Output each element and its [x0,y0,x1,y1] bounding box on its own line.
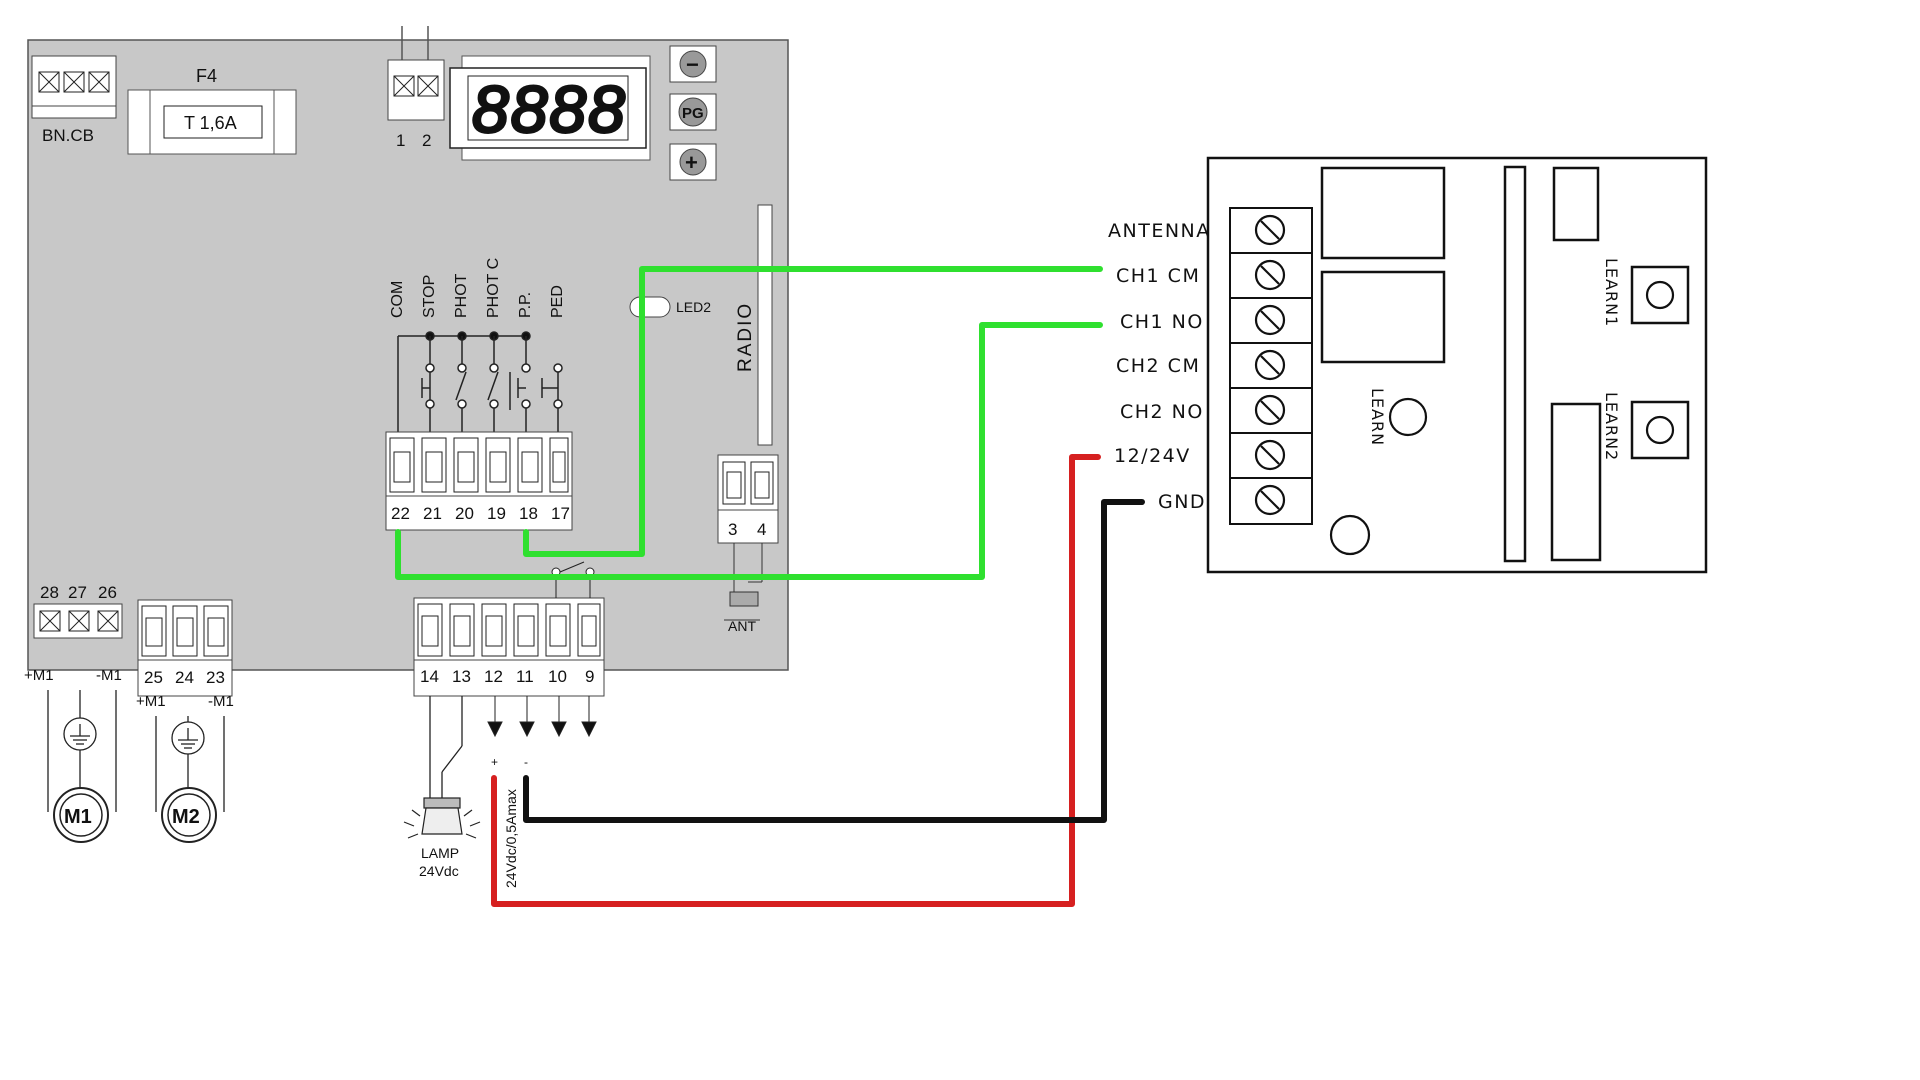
terminal-label-18: 18 [519,504,538,523]
motor2-minus-label: -M1 [208,693,234,710]
fuse-value: T 1,6A [184,113,237,133]
input-label-phot: PHOT [453,273,470,318]
output-terminal-block [413,597,605,697]
terminal-label-1: 1 [396,131,405,150]
terminal-label-24: 24 [175,668,194,687]
motor1-terminal-block [33,603,123,639]
relay-2 [1320,270,1446,364]
motor2-terminal-block [137,599,233,697]
learn-button[interactable] [1388,397,1428,437]
learn-label: LEARN [1368,388,1387,446]
wire-ch1-cm-to-pp [523,266,1103,557]
fuse-name: F4 [196,66,217,86]
plus-button[interactable] [669,143,717,181]
terminal-1-2 [387,59,445,121]
receiver-component-bottom [1550,402,1602,562]
receiver-component-top [1552,166,1600,242]
receiver-label-ch2-cm: CH2 CM [1116,355,1200,377]
receiver-screws [1254,214,1286,516]
output-minus-sign: - [524,755,528,769]
wire-supply-positive [491,454,1101,907]
terminal-label-9: 9 [585,667,594,686]
terminal-label-12: 12 [484,667,503,686]
input-label-com: COM [389,281,406,318]
learn1-label: LEARN1 [1602,258,1621,327]
receiver-led [1329,514,1371,556]
bn-cb-terminal [31,55,117,119]
lamp-icon [403,797,481,839]
receiver-label-supply: 12/24V [1114,445,1191,467]
terminal-label-20: 20 [455,504,474,523]
terminal-label-25: 25 [144,668,163,687]
input-label-stop: STOP [421,275,438,318]
receiver-label-gnd: GND [1158,491,1206,513]
terminal-label-10: 10 [548,667,567,686]
terminal-label-23: 23 [206,668,225,687]
supply-note: 24Vdc/0,5Amax [503,789,519,888]
learn2-label: LEARN2 [1602,392,1621,461]
terminal-label-28: 28 [40,583,59,602]
receiver-label-ch1-cm: CH1 CM [1116,265,1200,287]
input-label-ped: PED [549,285,566,318]
bn-cb-label: BN.CB [42,126,94,145]
lamp-label-line2: 24Vdc [419,863,459,879]
motor2-symbol [161,787,217,843]
relay-1 [1320,166,1446,260]
wire-ch1-no-to-com [395,322,1103,580]
motor2-label: M2 [172,806,200,828]
terminal-label-27: 27 [68,583,87,602]
lamp-label-line1: LAMP [421,845,459,861]
led2 [629,296,671,318]
minus-button[interactable] [669,45,717,83]
terminal-label-4: 4 [757,520,766,539]
output-plus-sign: + [491,755,498,769]
motor2-wiring [155,716,225,812]
terminal-label-21: 21 [423,504,442,523]
motor1-symbol [53,787,109,843]
input-terminal-block [385,431,573,531]
terminal-label-11: 11 [516,667,534,686]
radio-slot-label: RADIO [735,302,756,372]
fuse-holder [127,89,297,155]
motor2-plus-label: +M1 [136,693,166,710]
pg-button-label: PG [682,105,704,122]
antenna-terminal-block [717,454,779,544]
led2-label: LED2 [676,299,711,315]
input-label-phot-c: PHOT C [485,258,502,318]
terminal-label-17: 17 [551,504,570,523]
terminal-label-26: 26 [98,583,117,602]
motor1-minus-label: -M1 [96,667,122,684]
radio-slot [757,204,773,446]
terminal-label-13: 13 [452,667,471,686]
receiver-slot [1503,165,1527,563]
learn1-button[interactable] [1630,265,1690,325]
terminal-label-19: 19 [487,504,506,523]
seven-segment-display [449,55,651,161]
display-digits: 8888 [472,72,627,146]
motor1-plus-label: +M1 [24,667,54,684]
learn2-button[interactable] [1630,400,1690,460]
terminal-label-3: 3 [728,520,737,539]
input-contacts-schematic [397,331,563,432]
motor1-wiring [47,690,117,812]
minus-button-label: − [686,52,699,77]
input-label-pp: P.P. [517,292,534,318]
terminal-label-2: 2 [422,131,431,150]
motor1-label: M1 [64,806,92,828]
wire-supply-ground [523,499,1145,823]
lamp-wiring [429,696,463,798]
output-arrows [487,696,597,738]
antenna-label: ANT [728,618,756,634]
pg-button[interactable] [669,93,717,131]
terminal-label-14: 14 [420,667,439,686]
receiver-label-antenna: ANTENNA [1108,220,1211,242]
plus-button-label: + [685,150,698,175]
terminal-label-22: 22 [391,504,410,523]
receiver-label-ch1-no: CH1 NO [1120,311,1204,333]
receiver-label-ch2-no: CH2 NO [1120,401,1204,423]
